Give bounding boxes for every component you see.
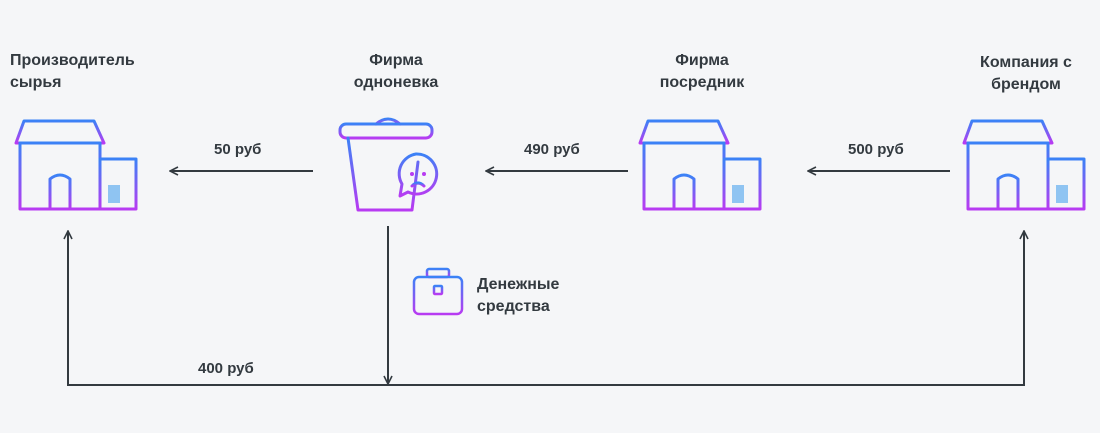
amount-bottom-loop: 400 руб bbox=[198, 360, 254, 377]
bottom-loop-line bbox=[68, 231, 1024, 386]
cash-label: Денежные средства bbox=[477, 276, 560, 315]
building-icon bbox=[962, 119, 1086, 211]
amount-brand-to-broker: 500 руб bbox=[848, 141, 904, 158]
broker-title: Фирма посредник bbox=[659, 52, 745, 91]
cash-box-icon bbox=[412, 267, 464, 316]
shell-title: Фирма однoневка bbox=[353, 52, 439, 91]
brand-title: Компания с брендом bbox=[980, 54, 1072, 93]
producer-title: Производитель сырья bbox=[10, 52, 135, 91]
trash-can-icon bbox=[338, 117, 439, 212]
amount-broker-to-shell: 490 руб bbox=[524, 141, 580, 158]
building-icon bbox=[638, 119, 762, 211]
amount-shell-to-producer: 50 руб bbox=[214, 141, 262, 158]
building-icon bbox=[14, 119, 138, 211]
